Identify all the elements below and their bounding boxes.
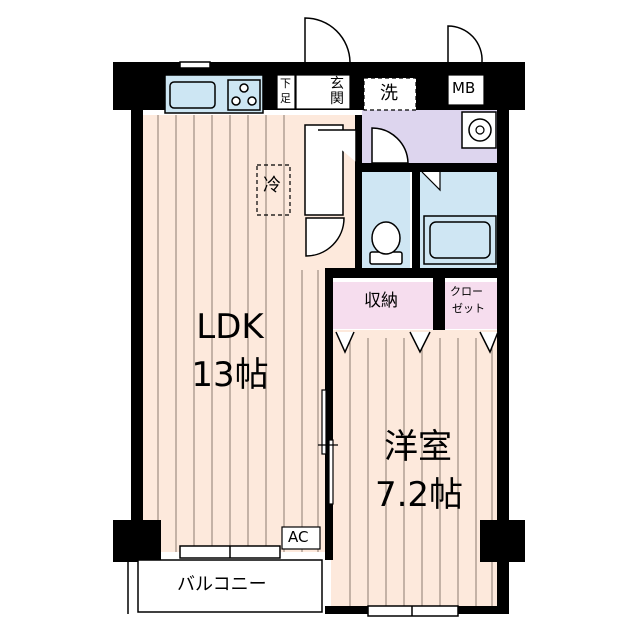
bath-door <box>421 171 441 192</box>
entrance-label: 玄関 <box>330 76 344 107</box>
stove-icon <box>227 79 261 111</box>
washer-space <box>363 77 417 111</box>
closet-label-line1: クロー <box>450 285 483 298</box>
shoe-box-label-line1: 下 <box>280 77 291 90</box>
western-room-floor <box>331 330 499 612</box>
western-floor-lines <box>349 338 493 612</box>
mb-door <box>447 25 483 63</box>
shoe-box-label-line2: 足 <box>280 92 291 105</box>
ac-label: AC <box>288 528 309 546</box>
entrance-door <box>304 17 351 63</box>
sliding-door <box>318 389 338 505</box>
balcony-area <box>137 559 323 613</box>
ac-unit <box>281 526 321 550</box>
mb-label: MB <box>452 79 476 97</box>
storage-label: 収納 <box>364 291 398 311</box>
storage-floor <box>333 282 434 329</box>
toilet-icon <box>369 221 403 265</box>
windows <box>179 61 459 617</box>
ldk-room-label: LDK <box>196 307 264 347</box>
fridge-label: 冷 <box>263 175 281 196</box>
interior-doors <box>304 124 409 257</box>
western-room-label: 洋室 <box>384 427 452 467</box>
balcony-label: バルコニー <box>177 574 267 595</box>
ldk-floor-lines <box>157 115 319 552</box>
western-room-size: 7.2帖 <box>374 475 464 515</box>
ldk-room-size: 13帖 <box>191 355 269 395</box>
bathtub <box>423 215 497 265</box>
kitchen-sink <box>169 81 216 109</box>
closet-label-line2: ゼット <box>452 302 485 315</box>
shoe-box <box>276 74 296 110</box>
washer-label: 洗 <box>380 83 398 104</box>
mb-box <box>447 74 485 106</box>
fridge-space <box>256 164 291 216</box>
closet-floor <box>445 282 497 329</box>
entrance-floor <box>295 74 351 110</box>
closet-doors <box>335 331 499 354</box>
